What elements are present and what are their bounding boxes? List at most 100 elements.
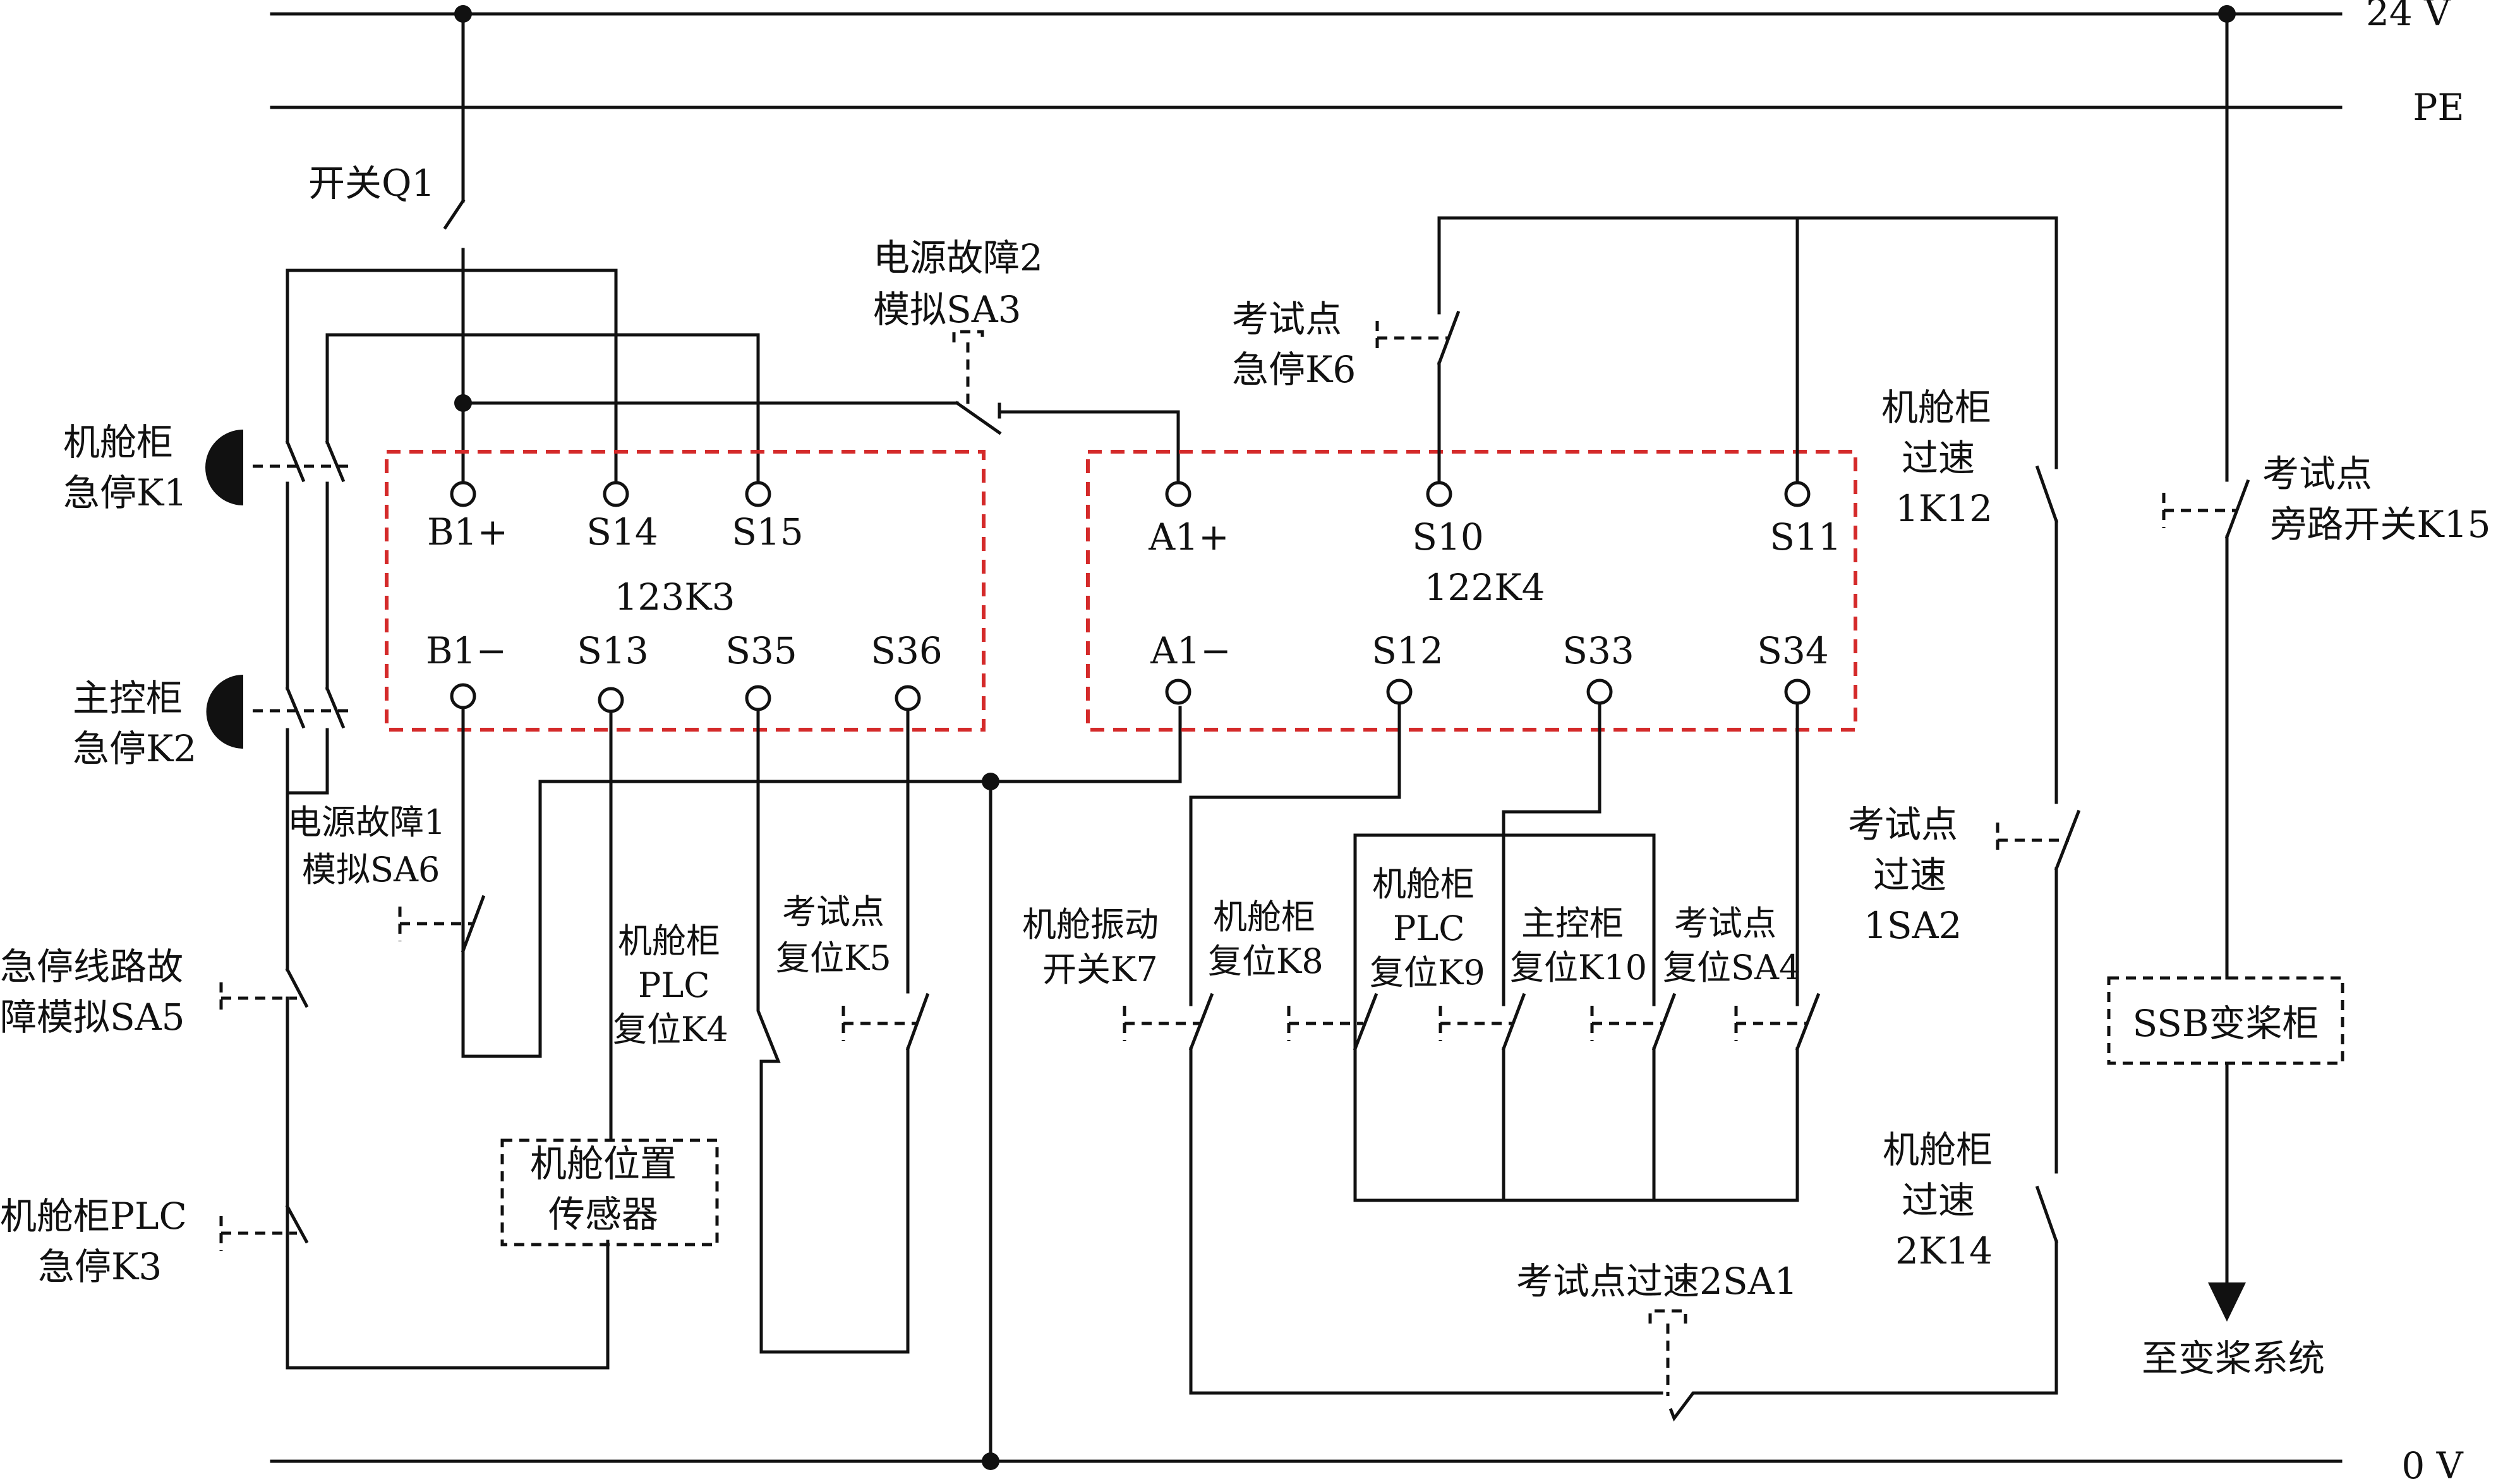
k12-label-line2: 过速: [1902, 437, 1975, 480]
terminal-s13: [598, 687, 624, 713]
sa6-branch: 电源故障1 模拟SA6: [287, 706, 1182, 1058]
terminal-s15: [745, 481, 771, 507]
relay-122k4: A1+ S10 S11 122K4 A1− S12 S33 S34: [1086, 450, 1857, 732]
k10-label-line1: 主控柜: [1521, 903, 1624, 943]
k5-label-line2: 复位K5: [776, 938, 891, 978]
k8-label-line1: 机舱柜: [1213, 897, 1315, 937]
sa2-label-line3: 1SA2: [1864, 904, 1962, 947]
k2-label-line2: 急停K2: [73, 727, 196, 770]
sa1-label: 考试点过速2SA1: [1516, 1260, 1797, 1303]
sa3-label-line2: 模拟SA3: [873, 288, 1022, 331]
label-s14: S14: [586, 510, 658, 553]
terminal-s11: [1784, 481, 1811, 507]
label-s35: S35: [725, 629, 797, 672]
k14-label-line2: 过速: [1902, 1179, 1975, 1222]
sa2-label-line1: 考试点: [1848, 803, 1958, 846]
k7-branch: 机舱振动 开关K7: [1022, 701, 1401, 1051]
k15-ssb-branch: 考试点 旁路开关K15 SSB变桨柜 至变桨系统: [2107, 12, 2491, 1380]
label-s12: S12: [1372, 629, 1444, 672]
k1-mushroom-icon: [205, 430, 243, 505]
label-s36: S36: [871, 629, 943, 672]
terminal-s10: [1426, 481, 1452, 507]
label-a1-plus: A1+: [1148, 516, 1229, 558]
reset-contacts: 机舱柜 复位K8 机舱柜 PLC 复位K9 主控柜 复位K10 考试点 复位SA…: [1208, 701, 1821, 1202]
k3-label-line1: 机舱柜PLC: [0, 1195, 187, 1238]
k15-label-line1: 考试点: [2262, 452, 2372, 495]
relay-123k3: B1+ S14 S15 123K3 B1− S13 S35 S36: [385, 450, 986, 732]
label-s10: S10: [1412, 516, 1484, 558]
rail-0v-label: 0 V: [2401, 1444, 2463, 1484]
k8-label-line2: 复位K8: [1208, 941, 1324, 981]
position-sensor-line1: 机舱位置: [530, 1142, 677, 1185]
k7-label-line1: 机舱振动: [1022, 905, 1159, 944]
k14-label-line1: 机舱柜: [1883, 1128, 1993, 1171]
k3-label-line2: 急停K3: [38, 1245, 162, 1288]
sa5-label-line2: 障模拟SA5: [0, 996, 185, 1039]
label-b1-minus: B1−: [426, 629, 507, 672]
terminal-a1-minus: [1165, 679, 1191, 705]
k4-label-line2: PLC: [638, 965, 710, 1005]
terminal-b1-plus: [450, 481, 476, 507]
k2-label-line1: 主控柜: [73, 677, 183, 720]
sa3-label-line1: 电源故障2: [873, 236, 1043, 279]
position-sensor-box: [500, 1138, 719, 1246]
sa6-label-line1: 电源故障1: [287, 802, 445, 842]
sa5-label-line1: 急停线路故: [0, 945, 183, 988]
sa4-label-line2: 复位SA4: [1663, 948, 1800, 987]
sa3-bus: 电源故障2 模拟SA3: [461, 236, 1180, 493]
k5-label-line1: 考试点: [782, 892, 884, 932]
k14-label-line3: 2K14: [1895, 1229, 1993, 1272]
k4-label-line3: 复位K4: [613, 1010, 728, 1049]
label-b1-plus: B1+: [427, 510, 508, 553]
label-s34: S34: [1757, 629, 1829, 672]
k10-label-line2: 复位K10: [1510, 948, 1647, 987]
k4-label-line1: 机舱柜: [618, 921, 720, 961]
output-label: 至变桨系统: [2142, 1337, 2325, 1380]
relay-122k4-name: 122K4: [1425, 566, 1545, 609]
rail-24v-label: 24 V: [2366, 0, 2451, 34]
k7-label-line2: 开关K7: [1042, 950, 1158, 989]
label-s11: S11: [1770, 516, 1842, 558]
label-a1-minus: A1−: [1150, 629, 1231, 672]
label-s15: S15: [732, 510, 804, 553]
terminal-s14: [603, 481, 629, 507]
k12-label-line3: 1K12: [1895, 487, 1993, 530]
relay-123k3-box: [385, 450, 986, 732]
terminal-s35: [745, 685, 771, 711]
sa6-label-line2: 模拟SA6: [302, 850, 440, 890]
k1-label-line1: 机舱柜: [63, 421, 173, 464]
position-sensor-line2: 传感器: [548, 1193, 658, 1236]
terminal-s36: [895, 685, 921, 711]
k15-label-line2: 旁路开关K15: [2270, 503, 2490, 546]
sa4-label-line1: 考试点: [1674, 903, 1776, 943]
position-sensor-group: 机舱位置 传感器 机舱柜 PLC 复位K4: [500, 709, 728, 1246]
sa2-label-line2: 过速: [1873, 854, 1946, 896]
terminal-s34: [1784, 679, 1811, 705]
rail-pe-label: PE: [2413, 86, 2464, 129]
k9-label-line3: 复位K9: [1370, 953, 1485, 992]
terminal-s12: [1386, 679, 1413, 705]
rails: 24 V PE 0 V: [270, 0, 2464, 1484]
k2-mushroom-icon: [206, 675, 243, 749]
k5-branch: 考试点 复位K5: [756, 708, 930, 1354]
terminal-s33: [1586, 679, 1613, 705]
label-s13: S13: [577, 629, 649, 672]
output-arrow-icon: [2208, 1282, 2246, 1322]
k12-label-line1: 机舱柜: [1881, 386, 1991, 429]
overspeed-chain: 考试点 急停K6 机舱柜 过速 1K12 考试点 过速 1SA2 机舱柜 过速 …: [1189, 216, 2081, 1422]
switch-q1: 开关Q1: [308, 12, 466, 493]
switch-q1-label: 开关Q1: [308, 162, 435, 205]
relay-123k3-name: 123K3: [615, 576, 735, 618]
terminal-a1-plus: [1165, 481, 1191, 507]
k6-label-line2: 急停K6: [1232, 348, 1356, 391]
terminal-b1-minus: [450, 683, 476, 709]
k9-label-line1: 机舱柜: [1372, 864, 1475, 904]
k6-label-line1: 考试点: [1232, 298, 1342, 341]
ssb-cabinet-label: SSB变桨柜: [2132, 1002, 2319, 1045]
k9-label-line2: PLC: [1393, 908, 1465, 948]
left-chain: 机舱柜 急停K1 主控柜 急停K2 急停线路故 障模拟SA5 机舱柜PLC 急停…: [0, 268, 760, 1370]
label-s33: S33: [1562, 629, 1634, 672]
k1-label-line2: 急停K1: [63, 471, 187, 514]
